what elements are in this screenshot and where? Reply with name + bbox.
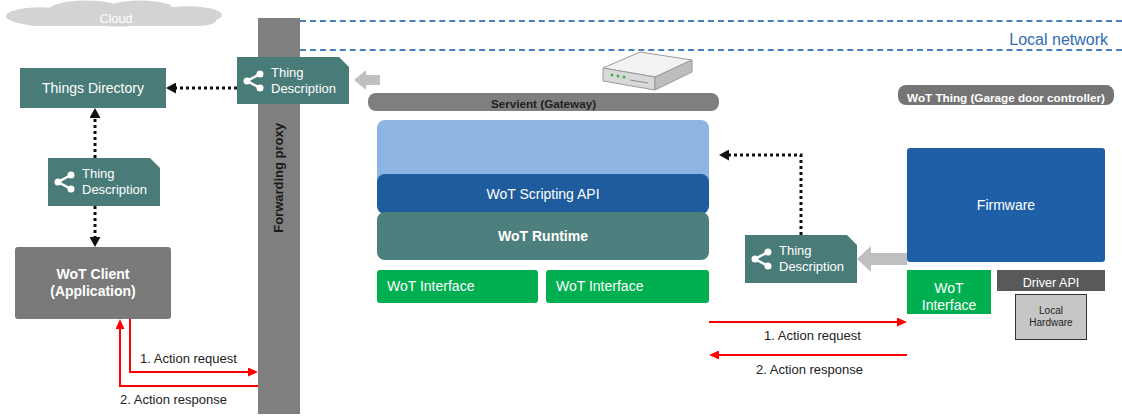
node-label: WoT Interface: [556, 278, 643, 295]
dotted-arrow: [176, 87, 237, 90]
td-label: Thing Description: [271, 65, 336, 96]
dotted-arrow: [94, 206, 97, 237]
td-icon: [54, 171, 76, 193]
directory-box: Things Directory: [20, 68, 166, 108]
node-label: WoT Client (Application): [19, 266, 167, 300]
node-label: Cloud: [100, 12, 133, 27]
node-label: WoT Runtime: [381, 228, 705, 245]
dotted-arrow: [729, 155, 801, 235]
node-label: WoT Interface: [387, 278, 474, 295]
client-box: WoT Client (Application): [15, 247, 171, 319]
hardware-box: Local Hardware: [1015, 294, 1087, 340]
publish-arrow: [354, 70, 380, 90]
thing-description: Thing Description: [237, 57, 349, 104]
node-label: Servient (Gateway): [491, 97, 596, 111]
message-arrow: [709, 321, 897, 323]
interface-box: WoT Interface: [546, 270, 709, 303]
network-region: Local networkServient (Gateway)WoT Scrip…: [300, 20, 1122, 51]
node-label: WoT Scripting API: [381, 186, 705, 203]
node-label: Things Directory: [24, 80, 162, 97]
thing-description: Thing Description: [48, 158, 160, 206]
td-label: Thing Description: [779, 243, 844, 274]
node-label: WoT Thing (Garage door controller): [907, 91, 1105, 105]
api-band: WoT Scripting API: [377, 174, 709, 214]
cloud-region: CloudThings Directory: [0, 0, 232, 27]
driver-box: Driver APILocal Hardware: [997, 270, 1105, 291]
thing-description: Thing Description: [745, 235, 857, 283]
td-icon: [243, 70, 265, 92]
edge-label: 1. Action request: [762, 328, 863, 344]
node-label: Firmware: [911, 197, 1101, 214]
edge-label: 2. Action response: [754, 362, 865, 378]
dotted-arrow: [94, 118, 97, 158]
node-label: Forwarding proxy: [271, 199, 287, 233]
message-arrow: [120, 329, 258, 386]
node-label: Local network: [1009, 30, 1108, 49]
runtime-band: WoT Runtime: [377, 212, 709, 260]
gateway-box: Servient (Gateway)WoT Scripting APIWoT R…: [368, 93, 719, 111]
td-icon: [751, 248, 773, 270]
edge-label: 1. Action request: [138, 351, 239, 367]
node-label: Local Hardware: [1020, 305, 1082, 329]
firmware-box: Firmware: [907, 148, 1105, 262]
node-label: WoT Interface: [911, 280, 987, 314]
node-label: Driver API: [1023, 276, 1080, 291]
interface-box: WoT Interface: [907, 270, 991, 314]
thing-box: WoT Thing (Garage door controller)Firmwa…: [898, 85, 1114, 105]
message-arrow: [130, 319, 248, 372]
interface-box: WoT Interface: [377, 270, 538, 303]
gateway-device: [603, 52, 692, 90]
message-arrow: [719, 354, 907, 356]
block-arrow: [871, 253, 907, 265]
edge-label: 2. Action response: [118, 392, 229, 408]
td-label: Thing Description: [82, 166, 147, 197]
